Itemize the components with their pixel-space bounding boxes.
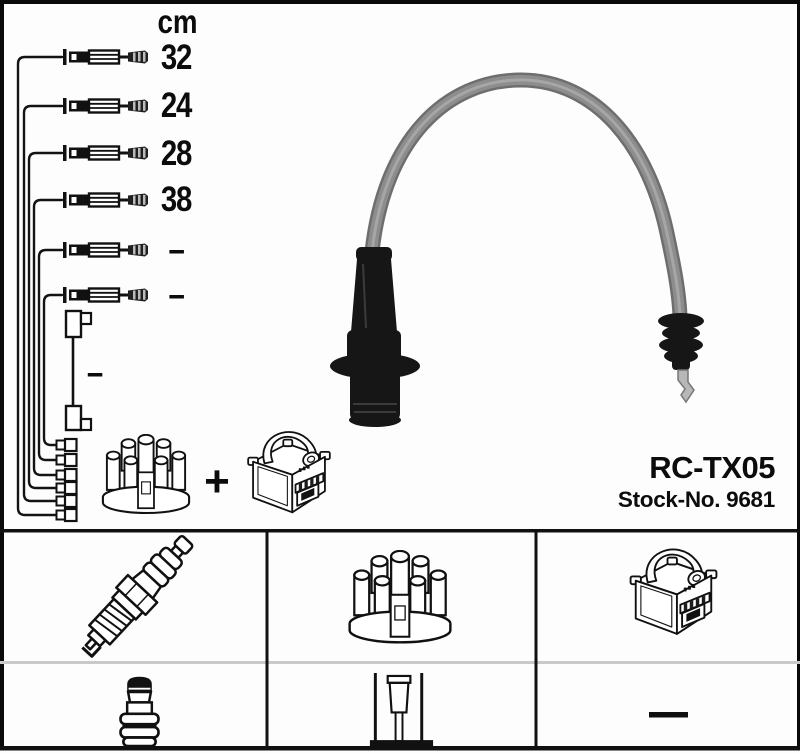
plus-sign: + xyxy=(204,457,230,506)
cable-length-value: 32 xyxy=(160,38,192,77)
ignition-coil-icon xyxy=(629,548,718,635)
coil-terminal-boot xyxy=(658,313,704,404)
dash-icon xyxy=(649,712,688,718)
ignition-cable-photo xyxy=(330,72,704,427)
spark-plug-icon xyxy=(69,528,204,666)
distributor-cap-icon xyxy=(348,550,452,644)
cable-routing-lines xyxy=(16,55,64,517)
ignition-cable-icon xyxy=(62,240,150,260)
ignition-coil-icon xyxy=(247,431,331,514)
cable-length-value: – xyxy=(168,230,184,269)
compatibility-grid xyxy=(0,528,800,751)
distributor-cap-icon xyxy=(101,434,191,515)
product-stock-number: Stock-No. 9681 xyxy=(617,487,775,512)
ignition-cable-icon xyxy=(62,47,150,67)
ignition-cable-icon xyxy=(62,96,150,116)
spark-plug-boot xyxy=(330,247,420,427)
grid-lines xyxy=(0,529,800,751)
ignition-cable-icons xyxy=(62,47,150,305)
product-model: RC-TX05 xyxy=(649,450,775,485)
cable-length-value: 38 xyxy=(160,180,192,219)
coil-wire-length-value: – xyxy=(86,353,104,392)
cable-lead xyxy=(364,72,688,324)
kit-diagram xyxy=(16,47,704,523)
ignition-cable-icon xyxy=(62,285,150,305)
ignition-cable-icon xyxy=(62,190,150,210)
distributor-terminals xyxy=(55,437,78,523)
coil-wire-icon xyxy=(64,309,93,432)
ignition-cable-icon xyxy=(62,143,150,163)
cable-length-value: 24 xyxy=(160,86,192,125)
pin-terminal-icon xyxy=(368,671,435,750)
cable-length-value: – xyxy=(168,275,184,314)
cable-length-value: 28 xyxy=(160,134,192,173)
terminal-nut-icon xyxy=(119,675,160,747)
length-unit-label: cm xyxy=(157,3,198,40)
